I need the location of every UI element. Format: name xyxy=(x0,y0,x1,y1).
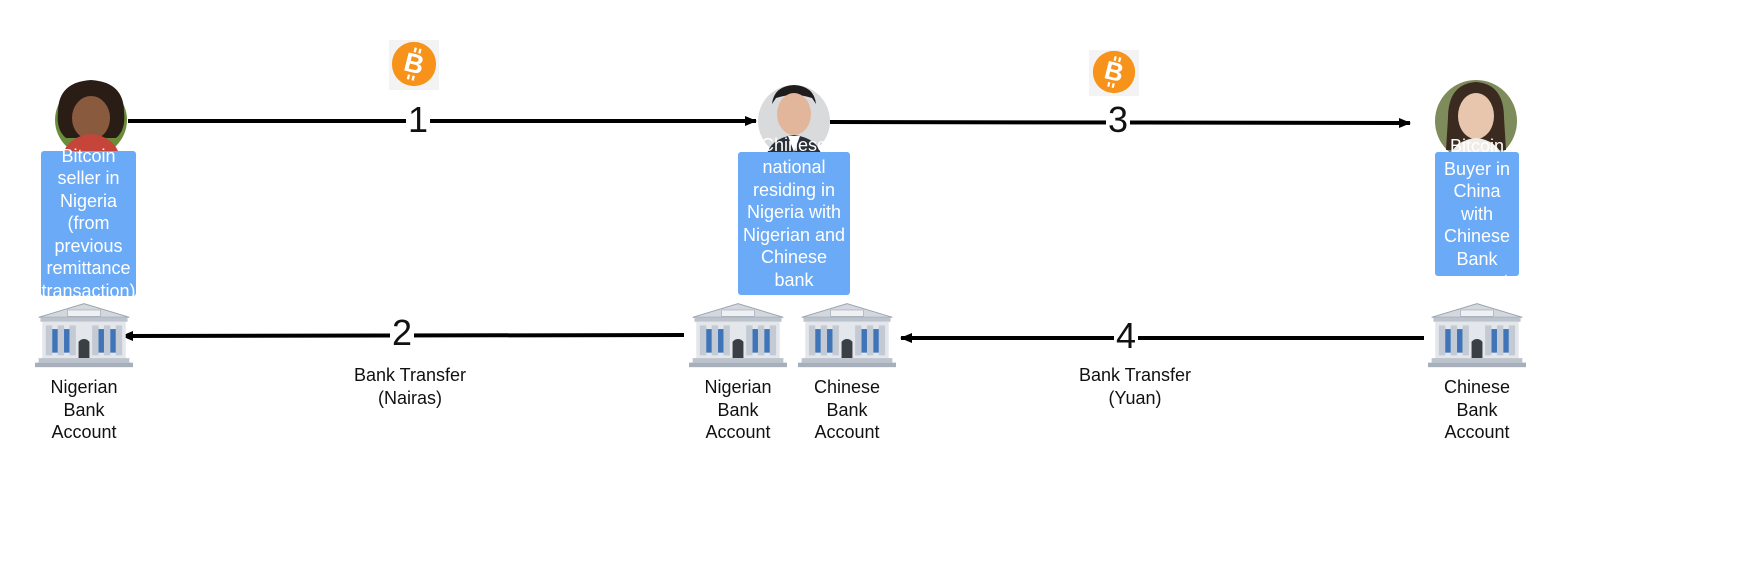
person-avatar-intermediary xyxy=(758,85,830,157)
step-number-2: 2 xyxy=(390,312,415,353)
step-number-1: 1 xyxy=(406,99,431,140)
bitcoin-icon xyxy=(391,41,437,87)
intermediary-label: Chinese national residing in Nigeria wit… xyxy=(742,134,846,313)
intermediary-cn-bank-label: Chinese Bank Account xyxy=(813,377,881,442)
buyer-label-box: Bitcoin Buyer in China with Chinese Bank… xyxy=(1435,136,1519,291)
transfer-caption-nairas-line1: Bank Transfer xyxy=(353,365,467,385)
step-number-4: 4 xyxy=(1114,315,1139,356)
bank-icon xyxy=(1428,303,1526,368)
seller-label: Bitcoin seller in Nigeria (from previous… xyxy=(41,145,136,301)
buyer-bank-label: Chinese Bank Account xyxy=(1443,377,1511,442)
intermediary-ng-bank-label: Nigerian Bank Account xyxy=(704,377,772,442)
buyer-label: Bitcoin Buyer in China with Chinese Bank… xyxy=(1443,136,1511,292)
transfer-caption-yuan-line1: Bank Transfer xyxy=(1078,365,1192,385)
transfer-caption-nairas-line2: (Nairas) xyxy=(377,388,442,408)
transfer-caption-nairas: Bank Transfer (Nairas) xyxy=(320,364,500,410)
transfer-caption-yuan: Bank Transfer (Yuan) xyxy=(1045,364,1225,410)
transfer-caption-yuan-line2: (Yuan) xyxy=(1108,388,1162,408)
person-avatar-seller xyxy=(55,80,127,156)
intermediary-label-box: Chinese national residing in Nigeria wit… xyxy=(738,135,850,312)
seller-bank-label: Nigerian Bank Account xyxy=(50,377,118,442)
bitcoin-icon xyxy=(1092,50,1136,94)
seller-label-box: Bitcoin seller in Nigeria (from previous… xyxy=(41,146,136,301)
bank-icon xyxy=(35,303,133,368)
step-number-3: 3 xyxy=(1106,99,1131,140)
